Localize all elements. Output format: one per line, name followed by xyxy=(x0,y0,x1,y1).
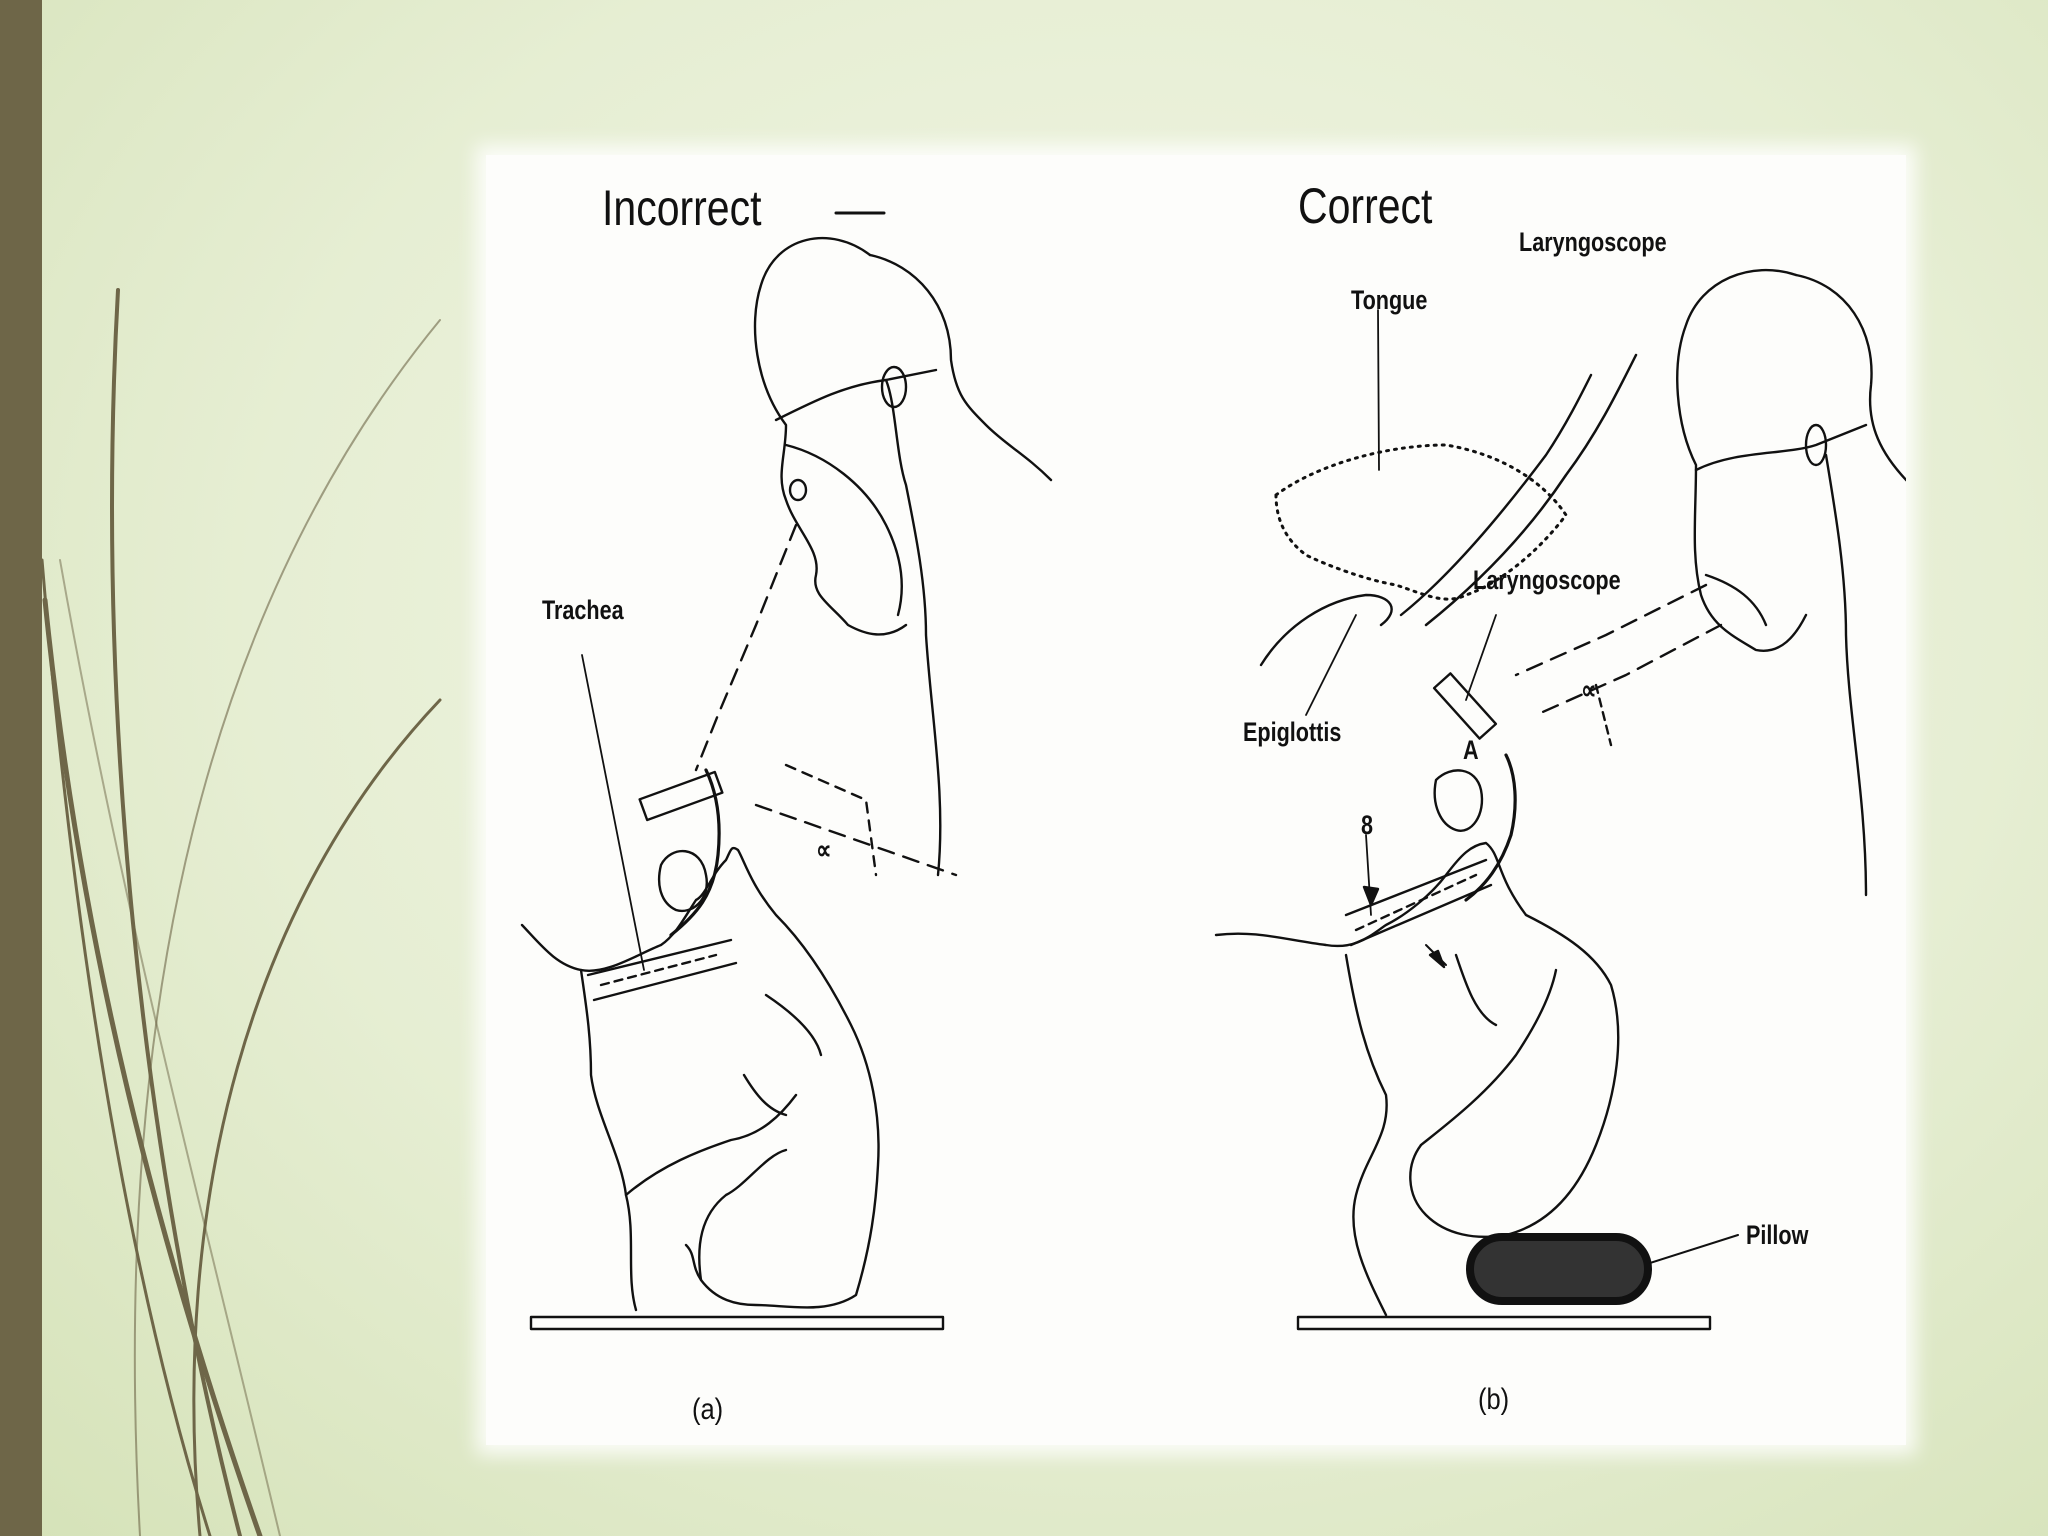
table-b xyxy=(1296,1315,1712,1331)
clinician-head-b xyxy=(1676,268,1808,652)
tongue-label: Tongue xyxy=(1351,285,1428,315)
trachea-pointer xyxy=(581,654,645,971)
epiglottis-pointer xyxy=(1305,614,1357,716)
marker-b: 8 xyxy=(1361,810,1374,840)
slide-side-bar xyxy=(0,0,42,1536)
patient-b xyxy=(1214,841,1620,1238)
table-a xyxy=(529,1315,945,1331)
panel-b-drawing xyxy=(1214,268,1906,1331)
laryngoscope-mid-label: Laryngoscope xyxy=(1473,565,1621,595)
marker-a: A xyxy=(1463,735,1479,765)
pillow-pointer xyxy=(1649,1234,1739,1264)
caption-a: (a) xyxy=(692,1393,724,1426)
laryngoscope-handle-b xyxy=(1432,672,1498,740)
sight-line-a xyxy=(694,523,798,772)
clinician-body-b xyxy=(1824,453,1868,897)
clinician-body-a xyxy=(884,378,942,877)
trachea-tube-b xyxy=(1349,883,1493,947)
patient-a xyxy=(520,846,880,1309)
epiglottis-label: Epiglottis xyxy=(1243,717,1342,747)
intubation-figure: Incorrect Correct Trachea Tongue Laryngo… xyxy=(486,155,1906,1445)
correct-title: Correct xyxy=(1298,178,1433,234)
trachea-tube-a xyxy=(592,961,738,1002)
pillow-shape xyxy=(1466,1233,1652,1305)
pillow-label: Pillow xyxy=(1746,1220,1809,1250)
intubation-illustration xyxy=(520,211,1906,1331)
tongue-pointer xyxy=(1377,309,1380,471)
laryngoscope-blade-inset xyxy=(1424,353,1638,627)
angle-label-b: ∝ xyxy=(1581,675,1597,705)
clinician-head-a xyxy=(753,236,908,636)
epiglottis-shape xyxy=(1259,593,1393,667)
angle-label-a: ∝ xyxy=(816,835,832,865)
panel-a-drawing xyxy=(520,211,1053,1331)
laryngoscope-pointer-b xyxy=(1465,614,1497,701)
caption-b: (b) xyxy=(1478,1383,1510,1416)
trachea-label: Trachea xyxy=(542,595,624,625)
angle-guide-a xyxy=(784,763,878,877)
incorrect-title: Incorrect xyxy=(602,180,762,236)
decorative-curves xyxy=(40,288,442,1536)
laryngoscope-handle-a xyxy=(638,770,724,822)
axis-line-a xyxy=(754,803,958,877)
laryngoscope-top-label: Laryngoscope xyxy=(1519,227,1667,257)
sight-line-b xyxy=(1514,583,1708,677)
tongue-inset xyxy=(1274,443,1568,601)
